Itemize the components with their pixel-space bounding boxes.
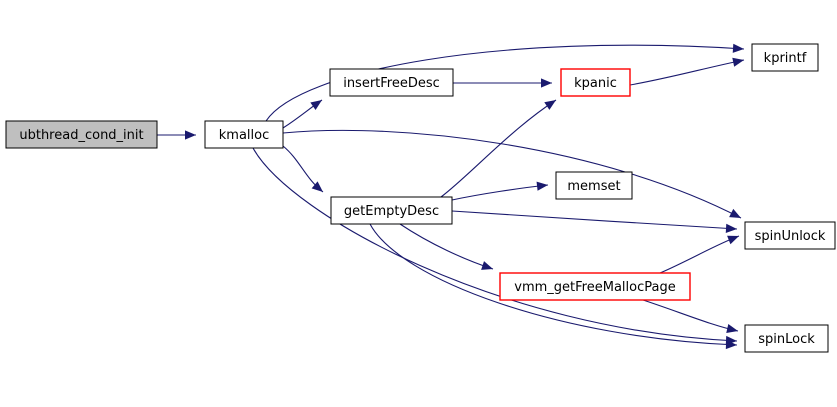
node-box-kmalloc[interactable] xyxy=(204,120,284,149)
nodes-layer: ubthread_cond_init kmalloc insertFreeDesc k… xyxy=(5,43,836,353)
node-box-kpanic[interactable] xyxy=(560,68,631,97)
arrow-head-getEmptyDesc-to-vmm_getFreeMallocPage xyxy=(481,261,493,270)
edge-kmalloc-to-spinLock xyxy=(252,147,738,342)
arrow-head-getEmptyDesc-to-spinUnlock xyxy=(725,223,737,233)
edge-getEmptyDesc-to-memset xyxy=(451,184,549,201)
node-kprintf[interactable]: kprintf xyxy=(751,43,819,72)
edge-kpanic-to-kprintf xyxy=(629,59,745,86)
node-memset[interactable]: memset xyxy=(555,171,633,200)
node-label-spinUnlock: spinUnlock xyxy=(755,229,826,244)
node-vmm_getFreeMallocPage[interactable]: vmm_getFreeMallocPage xyxy=(499,272,691,301)
arrow-head-vmm_getFreeMallocPage-to-spinUnlock xyxy=(727,235,739,245)
edge-getEmptyDesc-to-kpanic xyxy=(440,99,557,198)
node-box-getEmptyDesc[interactable] xyxy=(330,196,453,225)
node-spinUnlock[interactable]: spinUnlock xyxy=(744,221,836,250)
node-box-ubthread_cond_init[interactable] xyxy=(5,120,158,149)
arrow-head-getEmptyDesc-to-spinLock xyxy=(725,339,737,350)
edge-kmalloc-to-spinUnlock xyxy=(282,129,742,219)
edge-kmalloc-to-kprintf xyxy=(265,44,745,122)
node-box-insertFreeDesc[interactable] xyxy=(329,68,454,97)
node-box-vmm_getFreeMallocPage[interactable] xyxy=(499,272,691,301)
node-label-kmalloc: kmalloc xyxy=(219,128,269,143)
arrow-head-kmalloc-to-getEmptyDesc xyxy=(311,181,323,192)
arrow-head-vmm_getFreeMallocPage-to-spinLock xyxy=(726,324,738,334)
node-label-vmm_getFreeMallocPage: vmm_getFreeMallocPage xyxy=(514,280,675,295)
node-label-spinLock: spinLock xyxy=(758,332,815,347)
arrow-head-kmalloc-to-kprintf xyxy=(732,43,744,53)
arrow-head-getEmptyDesc-to-memset xyxy=(536,181,548,191)
arrow-head-getEmptyDesc-to-kpanic xyxy=(544,100,556,110)
node-label-memset: memset xyxy=(567,179,620,194)
node-label-kprintf: kprintf xyxy=(764,51,807,66)
node-kpanic[interactable]: kpanic xyxy=(560,68,631,97)
node-label-insertFreeDesc: insertFreeDesc xyxy=(343,76,440,91)
arrow-head-ubthread_cond_init-to-kmalloc xyxy=(185,130,196,140)
node-spinLock[interactable]: spinLock xyxy=(744,324,829,353)
edge-vmm_getFreeMallocPage-to-spinLock xyxy=(639,298,739,332)
arrow-head-kmalloc-to-spinUnlock xyxy=(729,208,741,218)
edge-getEmptyDesc-to-spinLock xyxy=(369,223,738,346)
node-getEmptyDesc[interactable]: getEmptyDesc xyxy=(330,196,453,225)
node-box-memset[interactable] xyxy=(555,171,633,200)
edges-layer xyxy=(157,43,745,350)
arrow-head-insertFreeDesc-to-kpanic xyxy=(541,78,552,88)
node-box-spinLock[interactable] xyxy=(744,324,829,353)
node-label-ubthread_cond_init: ubthread_cond_init xyxy=(19,128,143,143)
node-label-kpanic: kpanic xyxy=(574,76,617,91)
arrow-head-kmalloc-to-insertFreeDesc xyxy=(310,100,322,111)
node-insertFreeDesc[interactable]: insertFreeDesc xyxy=(329,68,454,97)
node-kmalloc[interactable]: kmalloc xyxy=(204,120,284,149)
node-ubthread_cond_init[interactable]: ubthread_cond_init xyxy=(5,120,158,149)
edge-vmm_getFreeMallocPage-to-spinUnlock xyxy=(659,235,740,274)
edge-getEmptyDesc-to-spinUnlock xyxy=(451,210,738,230)
arrow-head-kpanic-to-kprintf xyxy=(732,57,744,67)
node-label-getEmptyDesc: getEmptyDesc xyxy=(344,204,439,219)
node-box-spinUnlock[interactable] xyxy=(744,221,836,250)
node-box-kprintf[interactable] xyxy=(751,43,819,72)
